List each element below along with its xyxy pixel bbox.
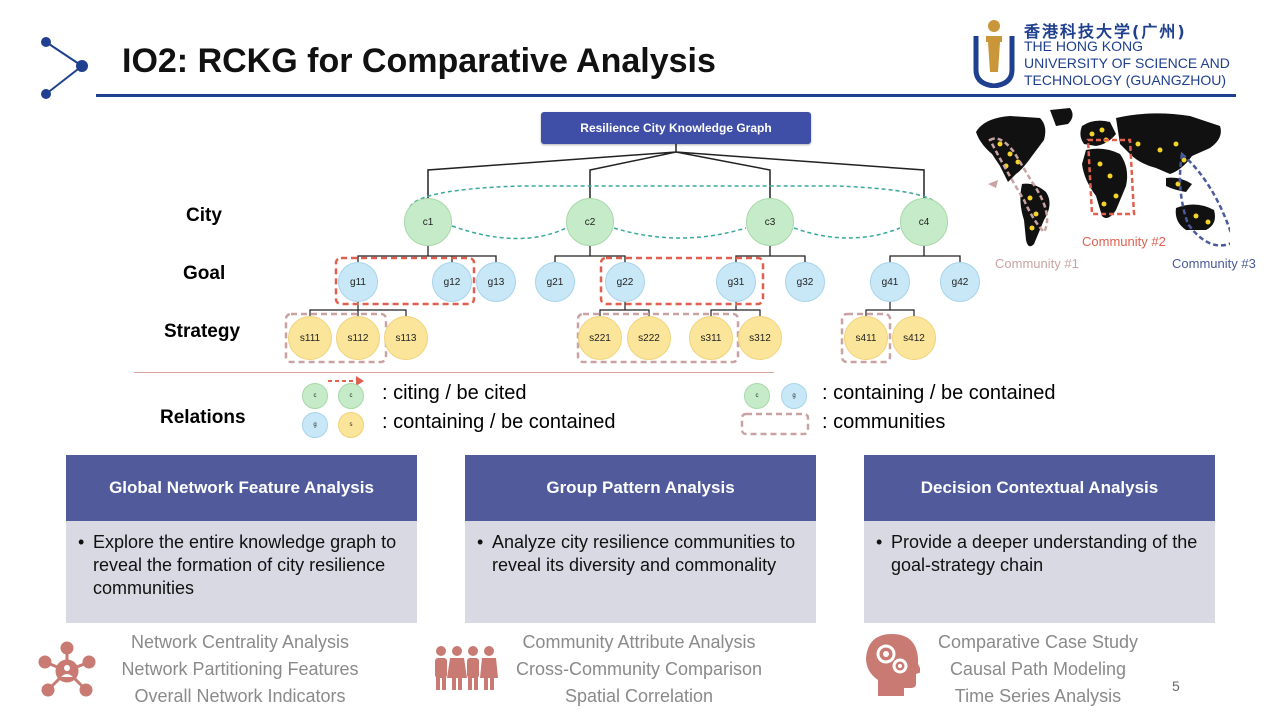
strategy-node: s111	[288, 316, 332, 360]
world-map-image	[976, 108, 1230, 247]
row-label-city: City	[186, 205, 222, 226]
card-group-pattern: Group Pattern Analysis • Analyze city re…	[465, 455, 816, 623]
city-node: c1	[404, 198, 452, 246]
page-number: 5	[1172, 678, 1180, 694]
goal-node: g32	[785, 262, 825, 302]
goal-node: g41	[870, 262, 910, 302]
goal-node: g12	[432, 262, 472, 302]
citing-arrow-icon	[328, 376, 364, 386]
network-icon	[38, 641, 96, 697]
knowledge-graph-edges	[284, 144, 961, 364]
graph-root-node: Resilience City Knowledge Graph	[541, 112, 811, 144]
legend-city-node: c	[338, 383, 364, 409]
legend-communities-text: : communities	[822, 411, 946, 433]
legend-citing-text: : citing / be cited	[382, 382, 527, 404]
network-logo-icon	[41, 37, 88, 99]
row-label-goal: Goal	[183, 263, 226, 284]
map-label-community-1: Community #1	[995, 256, 1079, 271]
legend-containing-gs-text: : containing / be contained	[382, 411, 616, 433]
goal-node: g42	[940, 262, 980, 302]
card-body: • Explore the entire knowledge graph to …	[66, 521, 417, 623]
university-emblem-icon	[973, 20, 1015, 88]
legend-city-node: c	[302, 383, 328, 409]
legend-city-node: c	[744, 383, 770, 409]
row-label-strategy: Strategy	[164, 321, 241, 342]
strategy-node: s312	[738, 316, 782, 360]
map-label-community-3: Community #3	[1172, 256, 1256, 271]
goal-node: g22	[605, 262, 645, 302]
card-body-text: Provide a deeper understanding of the go…	[891, 532, 1198, 575]
card-title: Decision Contextual Analysis	[864, 455, 1215, 521]
city-node: c3	[746, 198, 794, 246]
strategy-node: s112	[336, 316, 380, 360]
university-name-en: THE HONG KONG UNIVERSITY OF SCIENCE AND …	[1024, 38, 1230, 88]
goal-node: g21	[535, 262, 575, 302]
analysis-methods-list: Network Centrality Analysis Network Part…	[121, 632, 359, 706]
strategy-node: s412	[892, 316, 936, 360]
bullet-icon: •	[477, 532, 484, 552]
strategy-node: s311	[689, 316, 733, 360]
legend-strategy-node: s	[338, 412, 364, 438]
card-title: Group Pattern Analysis	[465, 455, 816, 521]
card-body: • Analyze city resilience communities to…	[465, 521, 816, 623]
strategy-node: s411	[844, 316, 888, 360]
card-body-text: Analyze city resilience communities to r…	[492, 532, 796, 575]
analysis-methods-list: Comparative Case Study Causal Path Model…	[937, 632, 1139, 706]
title-divider	[96, 94, 1236, 97]
bullet-icon: •	[78, 532, 85, 552]
analysis-methods-list: Community Attribute Analysis Cross-Commu…	[515, 632, 763, 706]
bullet-icon: •	[876, 532, 883, 552]
goal-node: g31	[716, 262, 756, 302]
legend-goal-node: g	[781, 383, 807, 409]
row-label-relations: Relations	[160, 407, 246, 428]
card-body-text: Explore the entire knowledge graph to re…	[93, 532, 397, 598]
section-divider	[134, 372, 774, 373]
card-global-network: Global Network Feature Analysis • Explor…	[66, 455, 417, 623]
page-title: IO2: RCKG for Comparative Analysis	[122, 42, 716, 80]
city-node: c4	[900, 198, 948, 246]
legend-community-box-icon	[740, 412, 810, 436]
university-name-cn: 香港科技大学(广州)	[1024, 22, 1187, 41]
card-title: Global Network Feature Analysis	[66, 455, 417, 521]
city-node: c2	[566, 198, 614, 246]
card-body: • Provide a deeper understanding of the …	[864, 521, 1215, 623]
strategy-node: s222	[627, 316, 671, 360]
people-group-icon	[435, 646, 498, 690]
legend-goal-node: g	[302, 412, 328, 438]
strategy-node: s113	[384, 316, 428, 360]
goal-node: g13	[476, 262, 516, 302]
card-decision-contextual: Decision Contextual Analysis • Provide a…	[864, 455, 1215, 623]
head-gears-icon	[866, 634, 920, 696]
legend-containing-cg-text: : containing / be contained	[822, 382, 1056, 404]
map-label-community-2: Community #2	[1082, 234, 1166, 249]
strategy-node: s221	[578, 316, 622, 360]
goal-node: g11	[338, 262, 378, 302]
